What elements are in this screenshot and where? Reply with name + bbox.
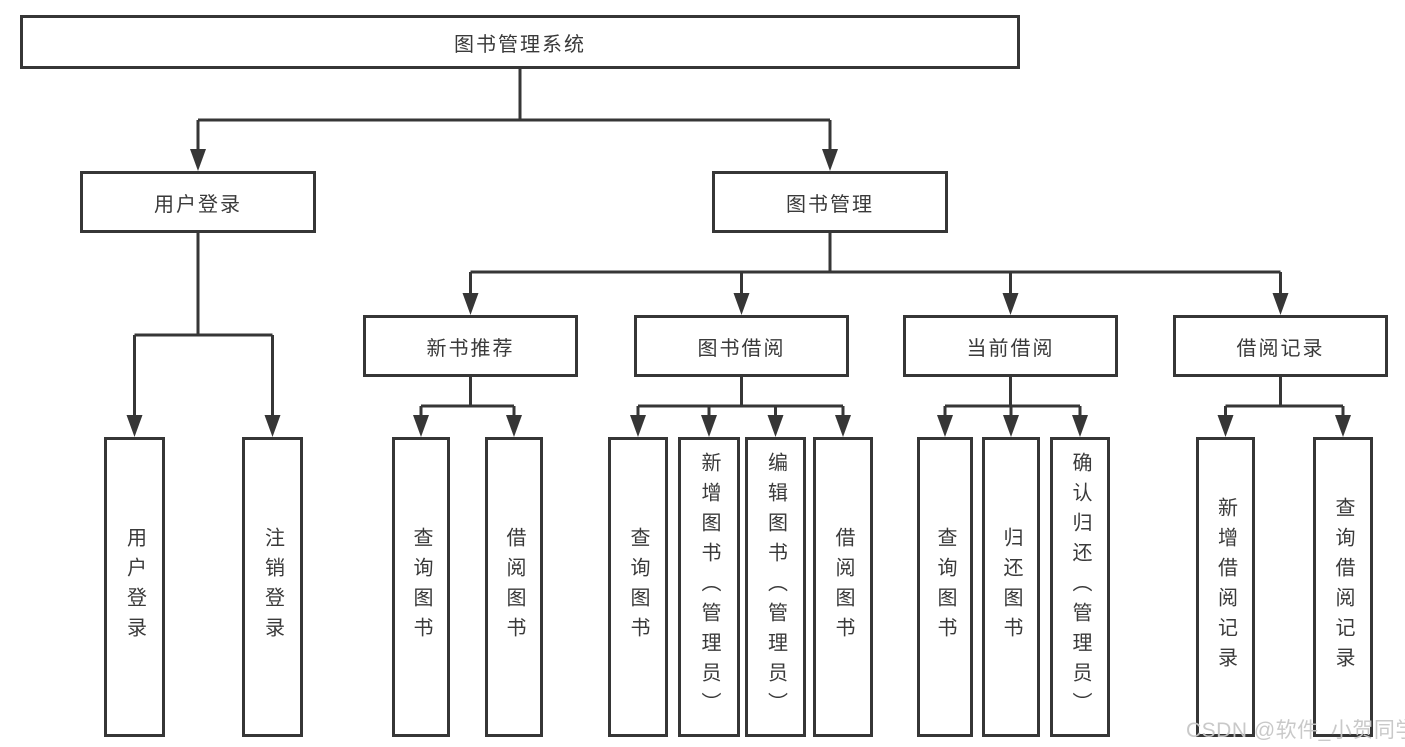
arrow-down-icon [1335,415,1351,437]
arrow-down-icon [190,149,206,171]
node-book-borrow: 图书借阅 [634,315,849,377]
leaf-edit-book-admin: 编辑图书（管理员） [745,437,806,737]
leaf-confirm-return-admin: 确认归还（管理员） [1050,437,1110,737]
node-current-borrow: 当前借阅 [903,315,1118,377]
arrow-down-icon [1002,293,1019,315]
leaf-user-login: 用户登录 [104,437,165,737]
leaf-query-borrow-record: 查询借阅记录 [1313,437,1373,737]
leaf-add-book-admin: 新增图书（管理员） [678,437,740,737]
leaf-borrow-books-recommend: 借阅图书 [485,437,543,737]
arrow-down-icon [701,415,717,437]
leaf-borrow-books-borrow: 借阅图书 [813,437,873,737]
node-new-book-recommend: 新书推荐 [363,315,578,377]
connector-lines [133,66,1345,418]
watermark: CSDN @软件_小贺同学 [1186,719,1405,742]
arrow-down-icon [1217,415,1234,437]
leaf-add-borrow-record: 新增借阅记录 [1196,437,1255,737]
arrowheads [126,149,1351,437]
arrow-down-icon [937,415,953,437]
node-borrow-records: 借阅记录 [1173,315,1388,377]
arrow-down-icon [767,415,784,437]
arrow-down-icon [126,415,143,437]
node-root: 图书管理系统 [20,15,1020,69]
arrow-down-icon [1272,293,1289,315]
leaf-logout-login: 注销登录 [242,437,303,737]
arrow-down-icon [733,293,750,315]
leaf-query-books-borrow: 查询图书 [608,437,668,737]
arrow-down-icon [630,415,646,437]
arrow-down-icon [264,415,281,437]
leaf-query-books-recommend: 查询图书 [392,437,450,737]
arrow-down-icon [1072,415,1088,437]
arrow-down-icon [835,415,851,437]
arrow-down-icon [462,293,479,315]
leaf-query-books-current: 查询图书 [917,437,973,737]
arrow-down-icon [822,149,838,171]
node-user-login: 用户登录 [80,171,316,233]
leaf-return-books: 归还图书 [982,437,1040,737]
node-book-management: 图书管理 [712,171,948,233]
arrow-down-icon [1003,415,1019,437]
arrow-down-icon [413,415,429,437]
arrow-down-icon [506,415,522,437]
